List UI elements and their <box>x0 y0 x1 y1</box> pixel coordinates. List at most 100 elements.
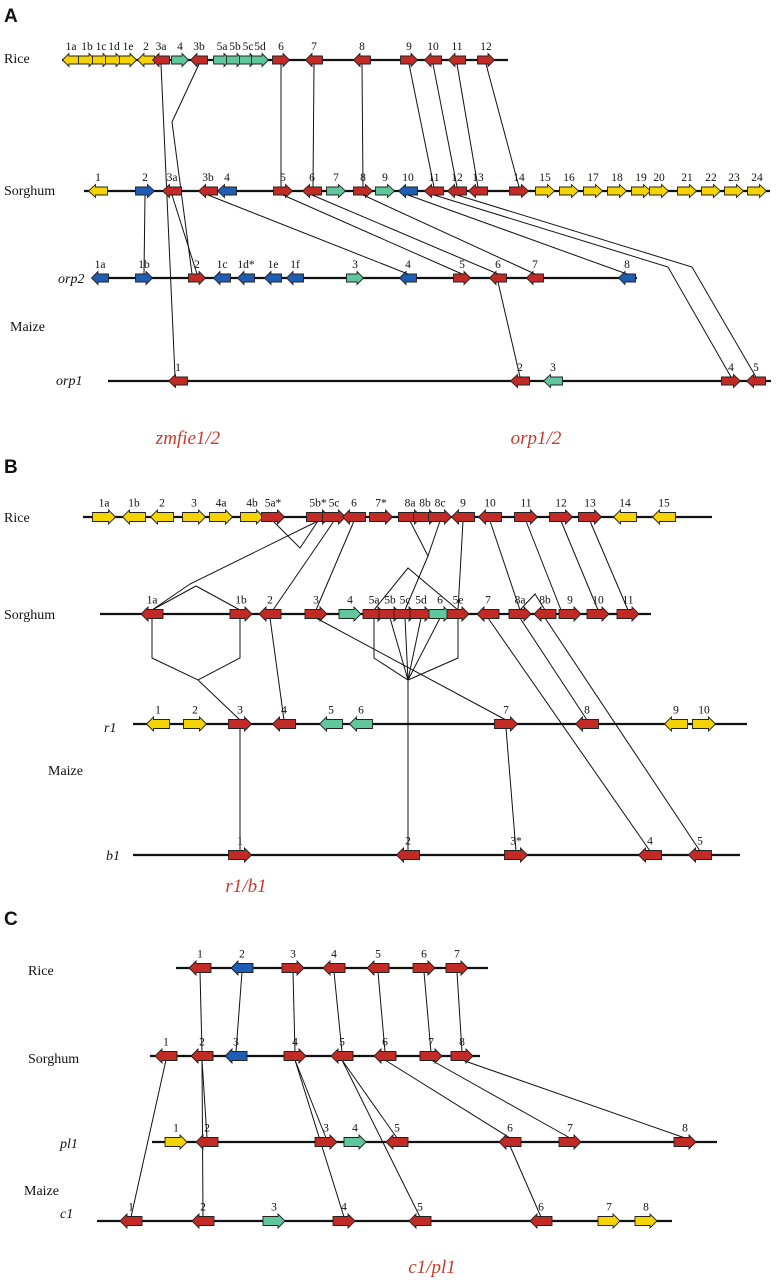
gene-label: 1a <box>147 595 158 607</box>
gene-arrow <box>649 183 670 199</box>
gene-label: 4b <box>246 498 258 510</box>
gene-label: 2 <box>239 949 245 961</box>
gene-label: 7 <box>503 705 509 717</box>
gene-arrow <box>240 508 265 526</box>
gene-label: 2 <box>143 41 149 53</box>
gene-label: 1f <box>290 259 300 271</box>
gene-arrow <box>304 52 323 68</box>
gene-label: 4 <box>224 172 230 184</box>
synteny-connector <box>171 194 198 275</box>
gene-arrow <box>419 1047 443 1065</box>
gene-arrow <box>583 183 604 199</box>
gene-label: 13 <box>584 498 596 510</box>
gene-label: 4 <box>347 595 353 607</box>
gene-arrow <box>617 270 636 286</box>
synteny-connector <box>404 617 409 681</box>
synteny-connector <box>489 520 521 611</box>
gene-label: 1e <box>123 41 134 53</box>
gene-arrow <box>607 183 628 199</box>
gene-label: 1b <box>128 498 140 510</box>
gene-label: 3 <box>237 705 243 717</box>
gene-arrow <box>651 508 676 526</box>
synteny-connector <box>408 63 435 188</box>
gene-arrow <box>692 715 717 733</box>
synteny-connector <box>199 971 203 1053</box>
gene-label: 2 <box>192 705 198 717</box>
gene-label: 3 <box>233 1037 239 1049</box>
gene-label: 5 <box>753 362 759 374</box>
gene-arrow <box>494 715 519 733</box>
synteny-connector <box>312 63 315 188</box>
gene-label: 3 <box>323 1123 329 1135</box>
synteny-connector <box>525 520 562 611</box>
gene-arrow <box>574 715 599 733</box>
synteny-connector <box>151 520 319 611</box>
gene-arrow <box>190 1047 214 1065</box>
gene-arrow <box>724 183 745 199</box>
gene-label: 10 <box>484 498 496 510</box>
gene-arrow <box>542 373 563 389</box>
gene-arrow <box>121 508 146 526</box>
gene-arrow <box>272 52 291 68</box>
gene-arrow <box>212 270 231 286</box>
gene-arrow <box>549 508 574 526</box>
gene-label: 9 <box>673 705 679 717</box>
gene-arrow <box>631 183 652 199</box>
gene-arrow <box>92 508 117 526</box>
gene-arrow <box>400 52 419 68</box>
gene-label: 1b <box>81 41 93 53</box>
gene-label: 12 <box>480 41 492 53</box>
gene-arrow <box>197 183 218 199</box>
gene-label: 1 <box>197 949 203 961</box>
track-label: Sorghum <box>4 608 55 623</box>
gene-label: 4 <box>405 259 411 271</box>
gene-label: 9 <box>406 41 412 53</box>
gene-label: 5b* <box>309 498 327 510</box>
gene-label: 8b <box>539 595 551 607</box>
gene-arrow <box>423 52 442 68</box>
synteny-connector <box>519 617 588 721</box>
synteny-connector <box>341 1059 421 1218</box>
gene-label: 9 <box>382 172 388 184</box>
synteny-connector <box>272 520 335 611</box>
synteny-connector <box>311 194 499 275</box>
gene-arrow <box>189 52 208 68</box>
synteny-connector <box>487 617 651 852</box>
track-label: Maize <box>48 764 83 779</box>
synteny-connector <box>456 63 479 188</box>
gene-arrow <box>616 605 640 623</box>
gene-arrow <box>322 959 346 977</box>
gene-arrow <box>578 508 603 526</box>
gene-arrow <box>352 52 371 68</box>
gene-arrow <box>637 846 662 864</box>
gene-arrow <box>149 508 174 526</box>
gene-label: 5 <box>328 705 334 717</box>
gene-arrow <box>558 605 582 623</box>
gene-arrow <box>559 183 580 199</box>
gene-arrow <box>369 508 394 526</box>
gene-label: 5b <box>384 595 396 607</box>
gene-label: 14 <box>513 172 525 184</box>
synteny-connector <box>377 971 386 1053</box>
gene-label: 1e <box>268 259 279 271</box>
gene-label: 3a <box>167 172 178 184</box>
locus-caption: orp1/2 <box>511 428 562 449</box>
gene-arrow <box>90 270 109 286</box>
gene-arrow <box>612 508 637 526</box>
synteny-connector <box>333 971 343 1053</box>
gene-label: 2 <box>142 172 148 184</box>
gene-arrow <box>283 1047 307 1065</box>
panel-letter: C <box>4 909 18 930</box>
gene-arrow <box>228 715 253 733</box>
gene-label: 11 <box>520 498 531 510</box>
gene-label: 5 <box>280 172 286 184</box>
gene-arrow <box>373 1047 397 1065</box>
gene-arrow <box>745 373 766 389</box>
gene-arrow <box>263 270 282 286</box>
gene-arrow <box>285 270 304 286</box>
gene-label: 6 <box>351 498 357 510</box>
track-label: Rice <box>4 511 30 526</box>
gene-label: 6 <box>358 705 364 717</box>
gene-arrow <box>191 1212 215 1230</box>
gene-label: 5b <box>229 41 241 53</box>
